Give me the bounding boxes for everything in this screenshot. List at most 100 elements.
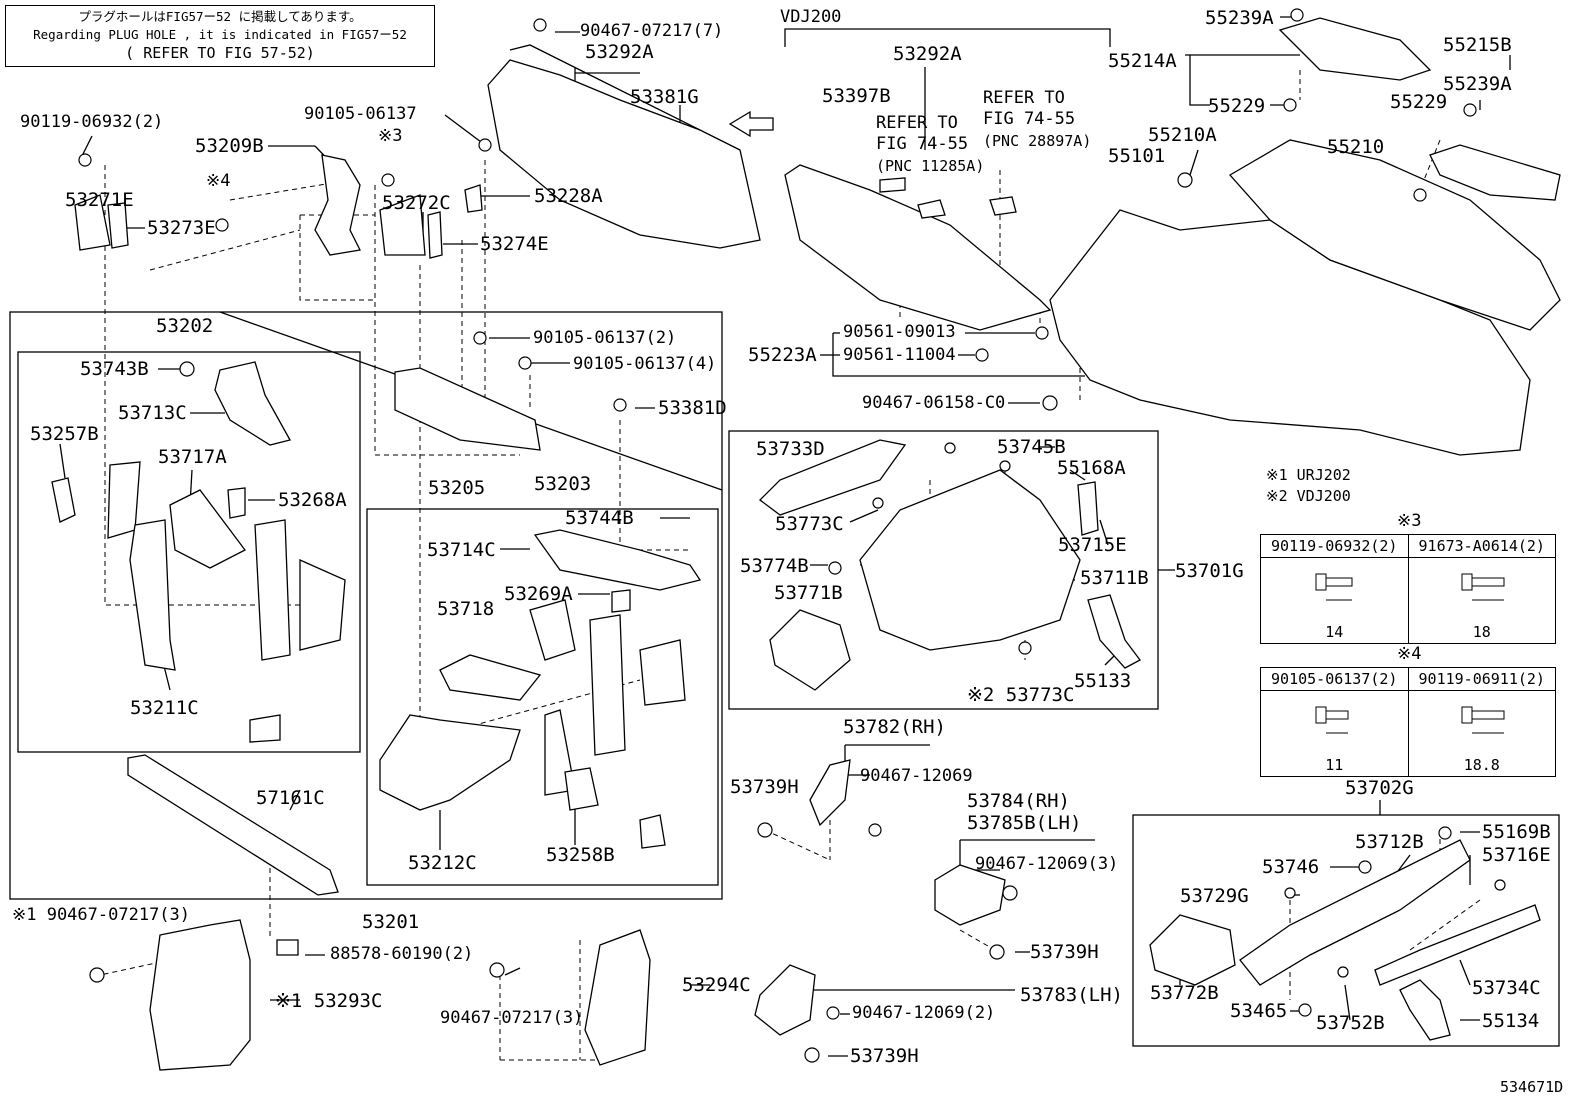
- part-53257B: [51, 477, 76, 523]
- label-90119-06932-2[interactable]: 90119-06932(2): [20, 112, 164, 132]
- label-53294C[interactable]: 53294C: [682, 974, 751, 996]
- label-90561-09013[interactable]: 90561-09013: [843, 322, 956, 342]
- label-88578-60190-2[interactable]: 88578-60190(2): [330, 944, 474, 964]
- label-53784-rh[interactable]: 53784(RH): [967, 790, 1070, 812]
- spec4-col1[interactable]: 90105-06137(2): [1260, 667, 1409, 691]
- label-53785B-lh[interactable]: 53785B(LH): [967, 812, 1082, 834]
- label-53774B[interactable]: 53774B: [740, 555, 809, 577]
- label-90467-07217-3-a[interactable]: ※1 90467-07217(3): [12, 905, 191, 925]
- label-refer-1c[interactable]: (PNC 11285A): [876, 157, 985, 175]
- label-53292A-vdj[interactable]: 53292A: [893, 43, 962, 65]
- label-55133[interactable]: 55133: [1074, 670, 1132, 692]
- label-90467-12069[interactable]: 90467-12069: [860, 766, 973, 786]
- label-53718[interactable]: 53718: [437, 598, 495, 620]
- label-55210A[interactable]: 55210A: [1148, 124, 1217, 146]
- spec3-col1[interactable]: 90119-06932(2): [1260, 534, 1409, 558]
- label-53739H-b[interactable]: 53739H: [1030, 941, 1099, 963]
- label-refer-2c[interactable]: (PNC 28897A): [983, 132, 1092, 150]
- label-53771B[interactable]: 53771B: [774, 582, 843, 604]
- label-53729G[interactable]: 53729G: [1180, 885, 1249, 907]
- part-28897A-pad: [989, 196, 1017, 216]
- label-53209B[interactable]: 53209B: [195, 135, 264, 157]
- bolt-icon: [1315, 573, 1353, 601]
- label-53772B[interactable]: 53772B: [1150, 982, 1219, 1004]
- label-55169B[interactable]: 55169B: [1482, 821, 1551, 843]
- label-90105-06137[interactable]: 90105-06137: [304, 104, 417, 124]
- label-90467-12069-3[interactable]: 90467-12069(3): [975, 854, 1119, 874]
- label-55239A-b[interactable]: 55239A: [1443, 73, 1512, 95]
- label-57161C[interactable]: 57161C: [256, 787, 325, 809]
- label-53783-lh[interactable]: 53783(LH): [1020, 984, 1123, 1006]
- label-53381D[interactable]: 53381D: [658, 397, 727, 419]
- label-90467-07217-7[interactable]: 90467-07217(7): [580, 21, 724, 41]
- label-53292A[interactable]: 53292A: [585, 41, 654, 63]
- label-53773C-vdj[interactable]: ※2 53773C: [967, 684, 1075, 706]
- part-53711B: [859, 469, 1081, 651]
- label-53715E[interactable]: 53715E: [1058, 534, 1127, 556]
- label-55168A[interactable]: 55168A: [1057, 457, 1126, 479]
- label-53714C[interactable]: 53714C: [427, 539, 496, 561]
- label-53739H-c[interactable]: 53739H: [850, 1045, 919, 1067]
- part-53717A-lower: [169, 489, 246, 569]
- label-53733D[interactable]: 53733D: [756, 438, 825, 460]
- label-53782-rh[interactable]: 53782(RH): [843, 716, 946, 738]
- spec3-col2[interactable]: 91673-A0614(2): [1407, 534, 1556, 558]
- label-53258B[interactable]: 53258B: [546, 844, 615, 866]
- label-90467-12069-2[interactable]: 90467-12069(2): [852, 1003, 996, 1023]
- label-53716E[interactable]: 53716E: [1482, 844, 1551, 866]
- label-53202[interactable]: 53202: [156, 315, 214, 337]
- label-53212C[interactable]: 53212C: [408, 852, 477, 874]
- label-55239A-a[interactable]: 55239A: [1205, 7, 1274, 29]
- label-90105-06137-2[interactable]: 90105-06137(2): [533, 328, 677, 348]
- label-53713C[interactable]: 53713C: [118, 402, 187, 424]
- label-55215B[interactable]: 55215B: [1443, 34, 1512, 56]
- label-55229-b[interactable]: 55229: [1390, 91, 1448, 113]
- label-53272C[interactable]: 53272C: [382, 192, 451, 214]
- part-53734C: [1374, 904, 1541, 986]
- label-53228A[interactable]: 53228A: [534, 185, 603, 207]
- label-53381G[interactable]: 53381G: [630, 86, 699, 108]
- label-55134[interactable]: 55134: [1482, 1010, 1540, 1032]
- label-53273E[interactable]: 53273E: [147, 217, 216, 239]
- label-53271E[interactable]: 53271E: [65, 189, 134, 211]
- label-53205[interactable]: 53205: [428, 477, 486, 499]
- label-55223A[interactable]: 55223A: [748, 344, 817, 366]
- label-53269A[interactable]: 53269A: [504, 583, 573, 605]
- label-90105-06137-4[interactable]: 90105-06137(4): [573, 354, 717, 374]
- label-53746[interactable]: 53746: [1262, 856, 1320, 878]
- label-53211C[interactable]: 53211C: [130, 697, 199, 719]
- label-53773C[interactable]: 53773C: [775, 513, 844, 535]
- label-55229-a[interactable]: 55229: [1208, 95, 1266, 117]
- label-90467-07217-3-b[interactable]: 90467-07217(3): [440, 1008, 584, 1028]
- label-90561-11004[interactable]: 90561-11004: [843, 345, 956, 365]
- note-line-refer: ( REFER TO FIG 57-52): [125, 44, 315, 62]
- label-53257B[interactable]: 53257B: [30, 423, 99, 445]
- label-53701G[interactable]: 53701G: [1175, 560, 1244, 582]
- spec4-col2[interactable]: 90119-06911(2): [1407, 667, 1556, 691]
- label-53397B[interactable]: 53397B: [822, 85, 891, 107]
- part-53293C: [149, 919, 251, 1071]
- label-mark4: ※4: [206, 171, 231, 191]
- label-53717A[interactable]: 53717A: [158, 446, 227, 468]
- label-53711B[interactable]: 53711B: [1080, 567, 1149, 589]
- label-53465[interactable]: 53465: [1230, 1000, 1288, 1022]
- label-53745B[interactable]: 53745B: [997, 436, 1066, 458]
- label-53712B[interactable]: 53712B: [1355, 831, 1424, 853]
- label-53203[interactable]: 53203: [534, 473, 592, 495]
- label-53268A[interactable]: 53268A: [278, 489, 347, 511]
- label-53752B[interactable]: 53752B: [1316, 1012, 1385, 1034]
- label-53744B[interactable]: 53744B: [565, 507, 634, 529]
- label-53702G[interactable]: 53702G: [1345, 777, 1414, 799]
- label-53274E[interactable]: 53274E: [480, 233, 549, 255]
- label-53293C[interactable]: ※1 53293C: [275, 990, 383, 1012]
- label-53743B[interactable]: 53743B: [80, 358, 149, 380]
- figure-number: 534671D: [1500, 1078, 1564, 1096]
- label-90467-06158-c0[interactable]: 90467-06158-C0: [862, 393, 1006, 413]
- label-53739H-a[interactable]: 53739H: [730, 776, 799, 798]
- label-53734C[interactable]: 53734C: [1472, 977, 1541, 999]
- label-55101[interactable]: 55101: [1108, 145, 1166, 167]
- label-55210[interactable]: 55210: [1327, 136, 1385, 158]
- label-53201[interactable]: 53201: [362, 911, 420, 933]
- label-55214A[interactable]: 55214A: [1108, 50, 1177, 72]
- part-53292A-vdj: [784, 164, 1052, 331]
